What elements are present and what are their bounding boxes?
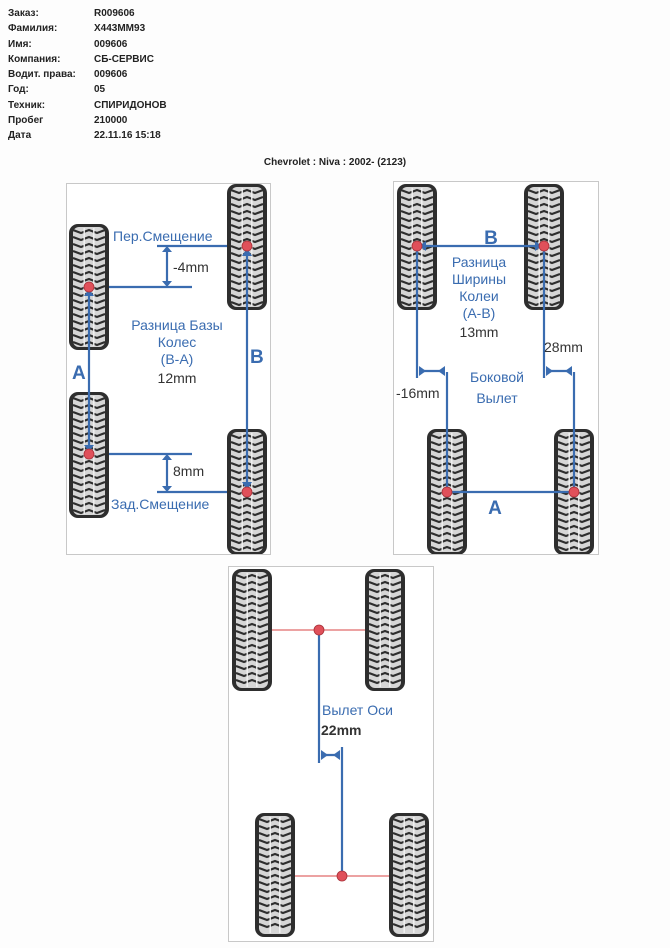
- rear-offset-value: 8mm: [173, 463, 204, 479]
- axle-offset-title: Вылет Оси: [322, 702, 393, 718]
- tire-rear-left: [255, 813, 295, 937]
- measurement-lines: [87, 244, 249, 494]
- track-title-line3: Колеи: [459, 288, 498, 304]
- wheelbase-value: 12mm: [158, 370, 197, 386]
- info-row-order: Заказ:R009606: [8, 8, 135, 19]
- setback-title-line2: Вылет: [476, 390, 518, 406]
- axle-offset-value: 22mm: [321, 722, 361, 738]
- setback-title-line1: Боковой: [470, 369, 524, 385]
- wheel-joints: [83, 240, 253, 498]
- letter-b: B: [250, 347, 264, 368]
- track-title-line1: Разница: [452, 254, 506, 270]
- setback-arrows: [419, 241, 572, 376]
- letter-b: B: [484, 228, 498, 249]
- info-row-year: Год:05: [8, 84, 106, 96]
- wheelbase-title-line1: Разница Базы: [131, 317, 222, 333]
- offset-arrows: [321, 750, 340, 760]
- info-row-surname: Фамилия:X443MM93: [8, 23, 146, 35]
- wheel-joints: [313, 624, 348, 882]
- front-offset-value: -4mm: [173, 259, 209, 275]
- tire-rear-right: [389, 813, 429, 937]
- offset-arrows: [84, 246, 252, 492]
- track-value: 13mm: [460, 324, 499, 340]
- left-setback-value: -16mm: [396, 385, 440, 401]
- front-offset-label: Пер.Смещение: [113, 228, 213, 244]
- wheelbase-title-line2: Колес: [158, 334, 197, 350]
- info-row-name: Имя:009606: [8, 38, 128, 50]
- info-row-license: Водит. права:009606: [8, 69, 128, 81]
- rear-offset-label: Зад.Смещение: [111, 496, 210, 512]
- track-width-diagram-panel: B Разница Ширины Колеи (A-B) 13mm 28mm -…: [393, 181, 599, 555]
- wheel-joints: [411, 240, 580, 498]
- right-setback-value: 28mm: [544, 339, 583, 355]
- tire-front-left: [232, 569, 272, 691]
- wheelbase-title-line3: (B-A): [161, 351, 194, 367]
- letter-a: A: [72, 363, 86, 384]
- wheelbase-diagram-panel: Пер.Смещение -4mm Разница Базы Колес (B-…: [66, 183, 271, 555]
- order-info: Заказ:R009606 Фамилия:X443MM93 Имя:00960…: [8, 6, 167, 144]
- info-row-technician: Техник:СПИРИДОНОВ: [8, 99, 167, 111]
- letter-a: A: [488, 498, 502, 519]
- info-row-company: Компания:СБ-СЕРВИС: [8, 53, 154, 65]
- tire-rear-right: [227, 429, 267, 554]
- track-title-line4: (A-B): [463, 305, 496, 321]
- axle-offset-diagram-panel: Вылет Оси 22mm: [228, 566, 434, 942]
- tire-front-right: [365, 569, 405, 691]
- vehicle-title: Chevrolet : Niva : 2002- (2123): [263, 157, 407, 168]
- track-title-line2: Ширины: [452, 271, 506, 287]
